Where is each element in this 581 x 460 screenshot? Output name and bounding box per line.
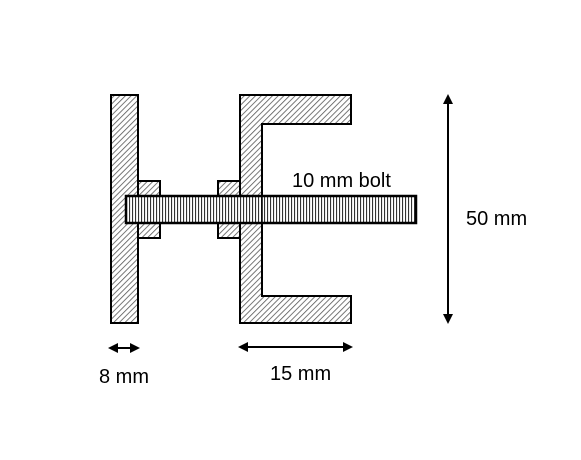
height-label: 50 mm — [466, 208, 527, 230]
channel-depth-label: 15 mm — [270, 363, 331, 385]
plate-thickness-label: 8 mm — [99, 366, 149, 388]
bolt — [124, 194, 418, 225]
bolt-label: 10 mm bolt — [292, 170, 391, 192]
channel-section — [239, 94, 352, 324]
